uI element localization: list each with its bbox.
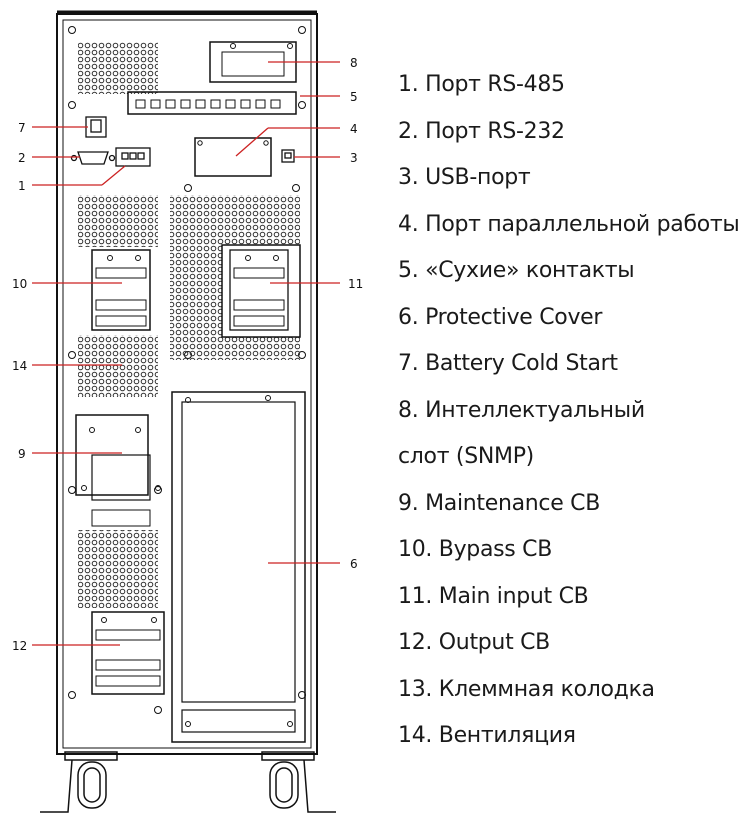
legend-item: 8. Интеллектуальный bbox=[398, 397, 645, 423]
legend-item: 7. Battery Cold Start bbox=[398, 351, 618, 376]
callout-9: 9 bbox=[18, 447, 26, 461]
caster-left bbox=[40, 751, 118, 813]
callout-6: 6 bbox=[350, 557, 358, 571]
caster-right bbox=[261, 751, 336, 813]
legend-list: 1. Порт RS-485 2. Порт RS-232 3. USB-пор… bbox=[398, 70, 740, 768]
legend-item: 6. Protective Cover bbox=[398, 304, 603, 330]
legend-item: 9. Maintenance CB bbox=[398, 490, 601, 516]
vent-left-upper bbox=[78, 195, 158, 247]
maintenance-cb bbox=[75, 414, 161, 527]
callout-12: 12 bbox=[12, 639, 27, 653]
legend-item: 14. Вентиляция bbox=[398, 723, 576, 748]
callout-2: 2 bbox=[18, 151, 26, 165]
output-cb bbox=[91, 611, 165, 695]
dry-contacts bbox=[127, 91, 297, 115]
callout-1: 1 bbox=[18, 179, 26, 193]
legend-item: 1. Порт RS-485 bbox=[398, 72, 565, 97]
callout-4: 4 bbox=[350, 122, 358, 136]
legend-item: 5. «Сухие» контакты bbox=[398, 258, 635, 283]
bypass-cb bbox=[91, 249, 151, 331]
usb-port bbox=[281, 149, 295, 163]
legend-item: 12. Output CB bbox=[398, 630, 550, 655]
vent-left-lower bbox=[78, 530, 158, 608]
callout-lines bbox=[32, 61, 340, 646]
legend-item: 13. Клеммная колодка bbox=[398, 676, 655, 702]
rs232-port bbox=[70, 151, 116, 165]
callout-5: 5 bbox=[350, 90, 358, 104]
callout-10: 10 bbox=[12, 277, 27, 291]
parallel-port bbox=[194, 137, 272, 177]
legend-item: 11. Main input CB bbox=[398, 583, 589, 609]
screws bbox=[68, 26, 306, 714]
callout-11: 11 bbox=[348, 277, 363, 291]
legend-item: 3. USB-порт bbox=[398, 165, 531, 190]
callout-14: 14 bbox=[12, 359, 27, 373]
main-input-cb bbox=[221, 244, 301, 338]
legend-item: 4. Порт параллельной работы bbox=[398, 211, 740, 237]
vent-left-middle bbox=[78, 335, 158, 397]
rs485-port bbox=[115, 147, 151, 167]
legend-item: слот (SNMP) bbox=[398, 444, 534, 469]
legend-item: 10. Bypass CB bbox=[398, 537, 553, 562]
protective-cover bbox=[171, 391, 306, 743]
legend-item: 2. Порт RS-232 bbox=[398, 118, 565, 144]
callout-7: 7 bbox=[18, 121, 26, 135]
callout-8: 8 bbox=[350, 56, 358, 70]
cold-start-button bbox=[85, 116, 107, 138]
cabinet bbox=[56, 10, 318, 755]
top-vent bbox=[78, 42, 158, 94]
callout-3: 3 bbox=[350, 151, 358, 165]
